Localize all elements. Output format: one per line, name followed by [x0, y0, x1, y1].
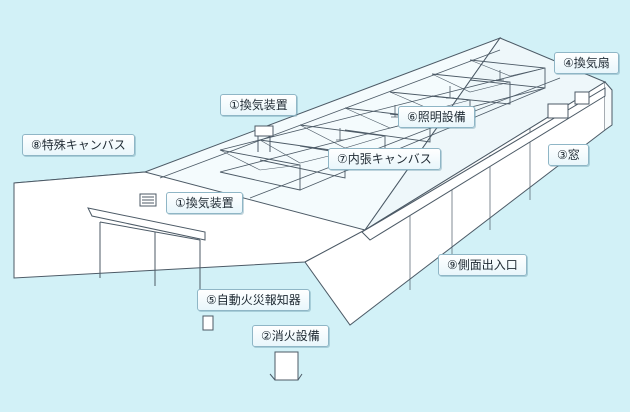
fire-alarm-label: ⑤自動火災報知器 — [197, 289, 310, 311]
lighting-equipment-label: ⑥照明設備 — [398, 106, 475, 128]
special-canvas-label: ⑧特殊キャンバス — [22, 134, 135, 156]
ventilation-fan-label: ④換気扇 — [554, 52, 619, 74]
side-entrance-label: ⑨側面出入口 — [438, 254, 527, 276]
window-label: ③窓 — [548, 144, 589, 166]
ventilation-device-upper-label: ①換気装置 — [220, 94, 297, 116]
fire-extinguishing-equipment-label: ②消火設備 — [252, 325, 329, 347]
inner-canvas-label: ⑦内張キャンバス — [328, 148, 441, 170]
ventilation-device-lower-label: ①換気装置 — [166, 192, 243, 214]
